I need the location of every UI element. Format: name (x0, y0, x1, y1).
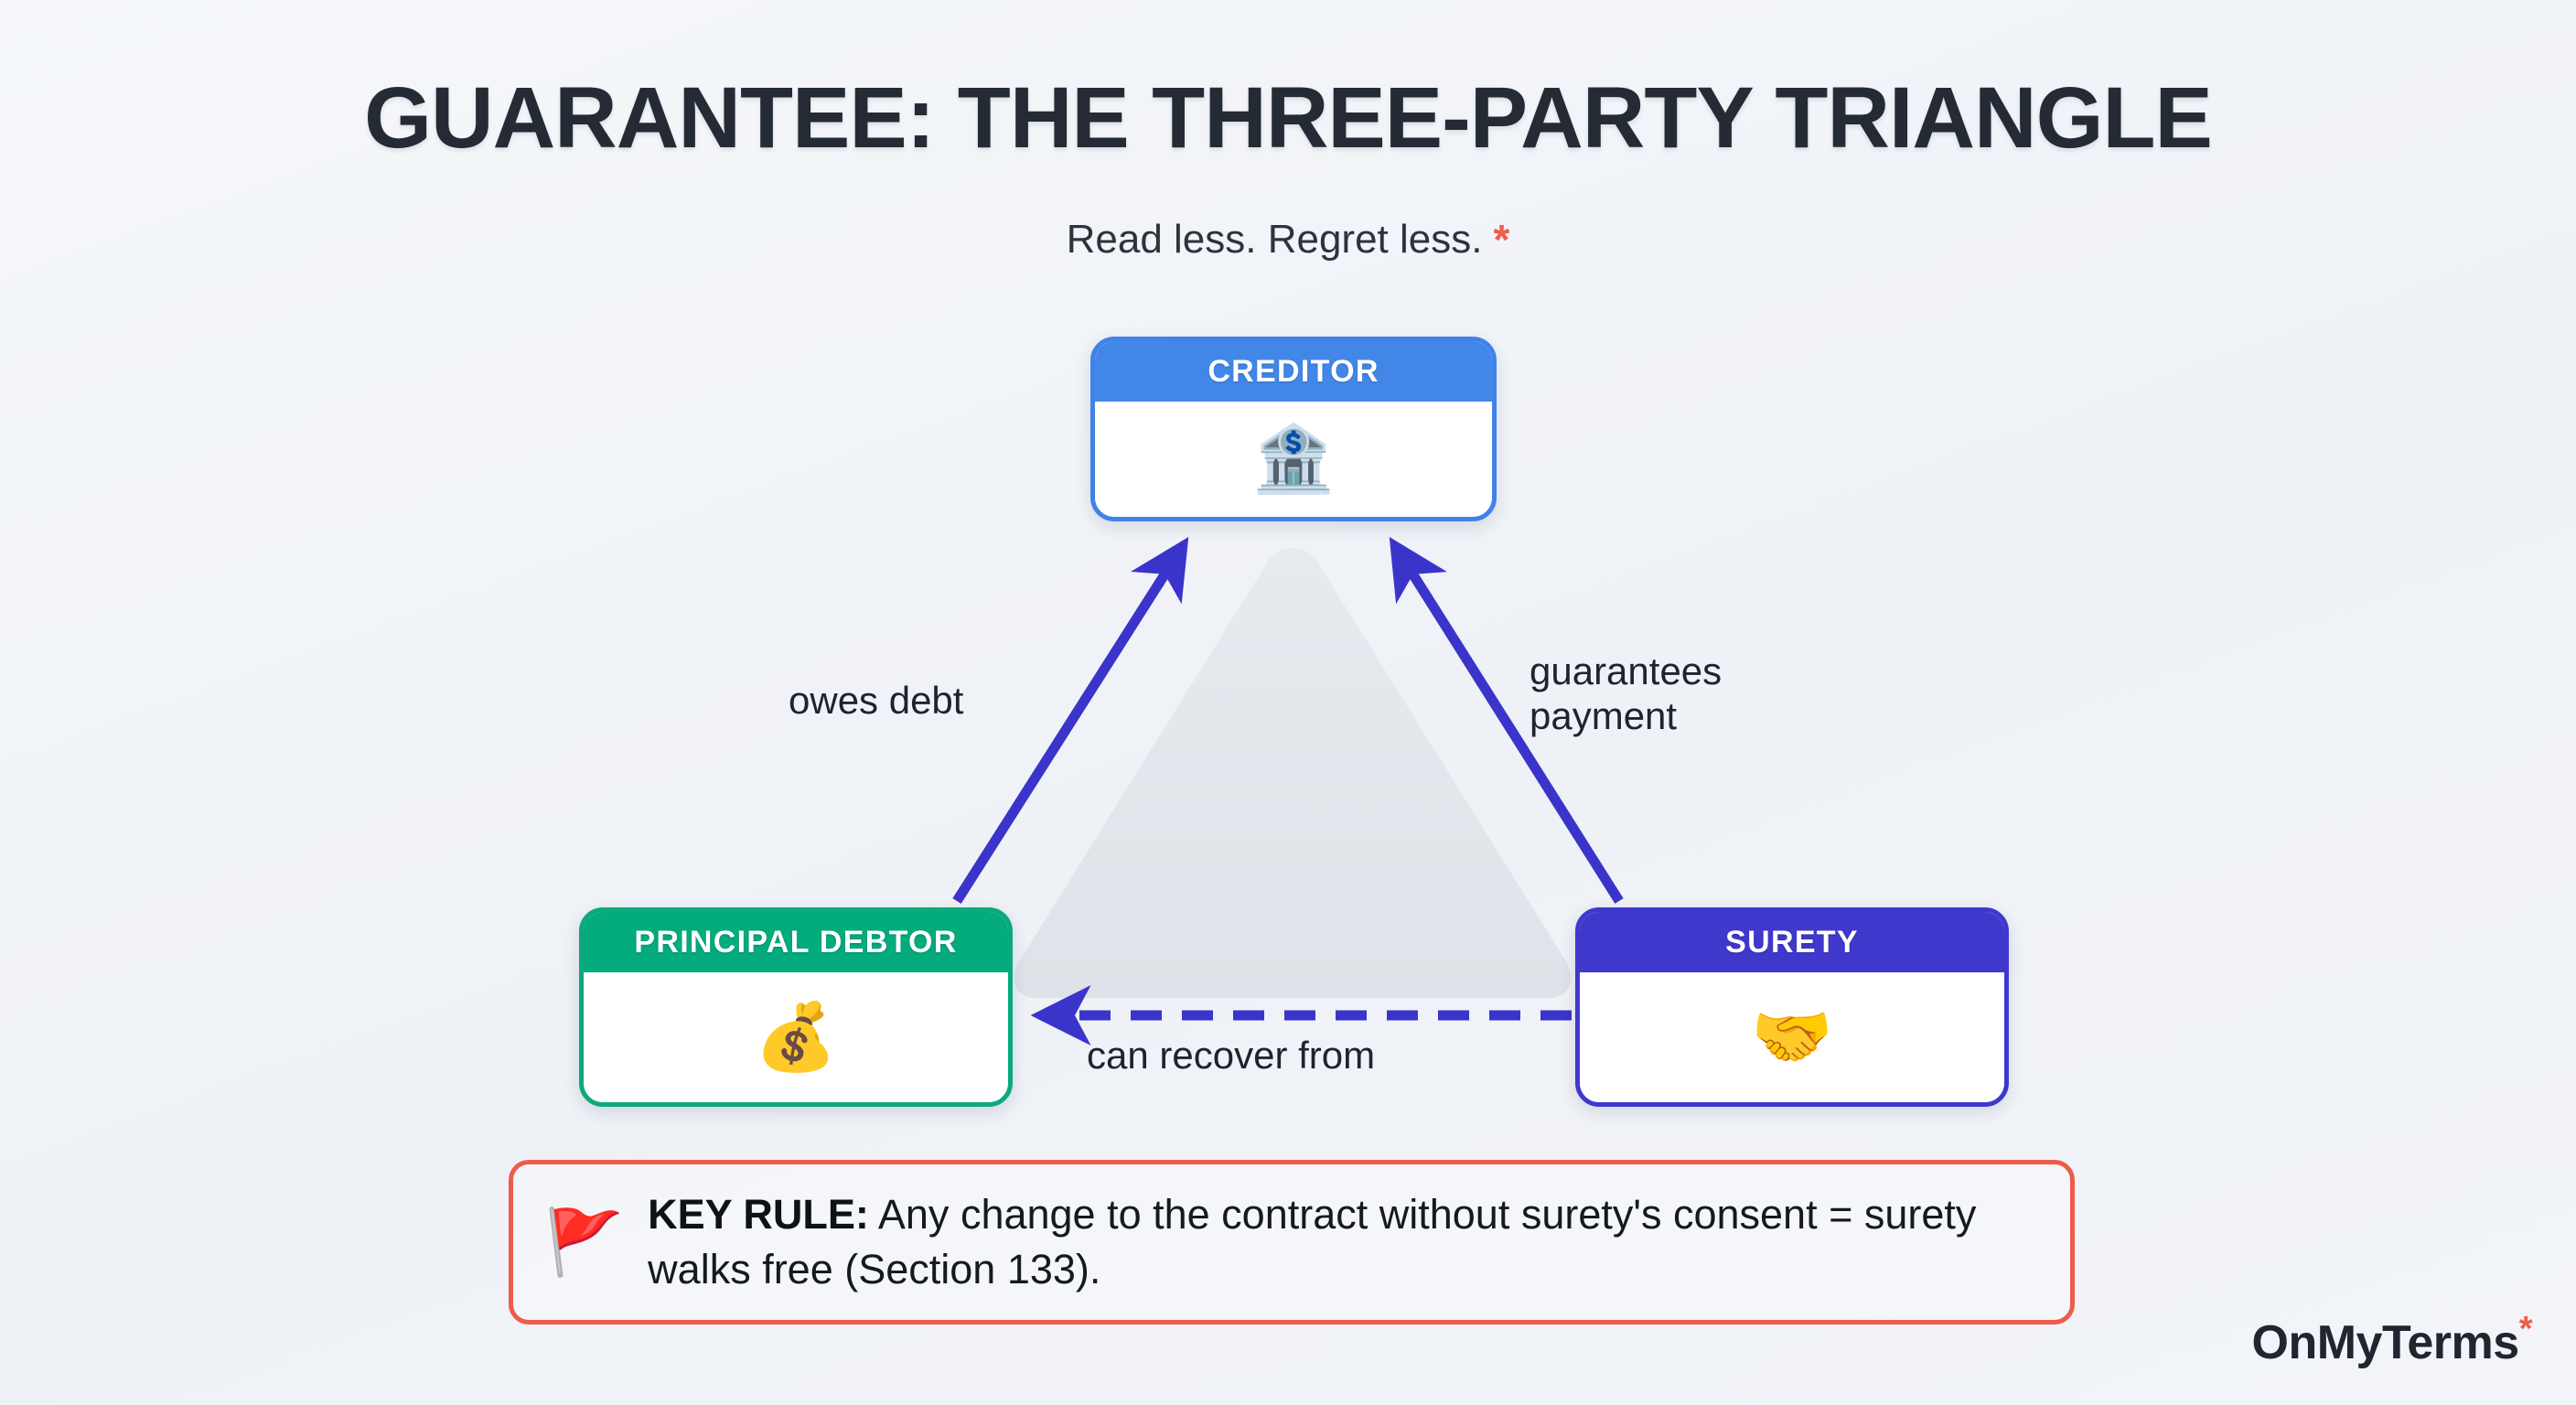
key-rule-text: KEY RULE: Any change to the contract wit… (648, 1187, 2039, 1297)
edge-label-can-recover-from: can recover from (1087, 1034, 1376, 1077)
node-surety[interactable]: SURETY 🤝 (1575, 907, 2009, 1107)
brand-asterisk-icon: * (2518, 1310, 2533, 1348)
key-rule-callout: 🚩 KEY RULE: Any change to the contract w… (509, 1160, 2075, 1325)
node-surety-label: SURETY (1580, 912, 2004, 972)
node-surety-body: 🤝 (1580, 972, 2004, 1102)
bank-icon: 🏦 (1252, 423, 1335, 496)
subtitle: Read less. Regret less.* (0, 215, 2576, 264)
subtitle-text: Read less. Regret less. (1066, 217, 1483, 262)
node-creditor-body: 🏦 (1095, 402, 1492, 517)
node-creditor-label: CREDITOR (1095, 341, 1492, 402)
node-principal-debtor[interactable]: PRINCIPAL DEBTOR 💰 (579, 907, 1013, 1107)
key-rule-body: Any change to the contract without suret… (648, 1191, 1977, 1292)
page-title: GUARANTEE: THE THREE-PARTY TRIANGLE (364, 70, 2213, 166)
edge-label-guarantees-payment: guarantees payment (1530, 649, 1723, 737)
handshake-icon: 🤝 (1751, 1001, 1833, 1074)
node-principal-debtor-label: PRINCIPAL DEBTOR (584, 912, 1008, 972)
asterisk-icon: * (1493, 216, 1510, 263)
triangle-backdrop (1014, 548, 1572, 998)
node-principal-debtor-body: 💰 (584, 972, 1008, 1102)
brand-name: OnMyTerms (2251, 1316, 2520, 1369)
node-creditor[interactable]: CREDITOR 🏦 (1090, 337, 1497, 521)
key-rule-label: KEY RULE: (648, 1191, 869, 1239)
red-flag-icon: 🚩 (544, 1207, 625, 1278)
edge-label-owes-debt: owes debt (789, 679, 964, 722)
brand-logo: OnMyTerms* (2251, 1310, 2533, 1370)
person-with-money-bag-icon: 💰 (755, 1001, 837, 1074)
